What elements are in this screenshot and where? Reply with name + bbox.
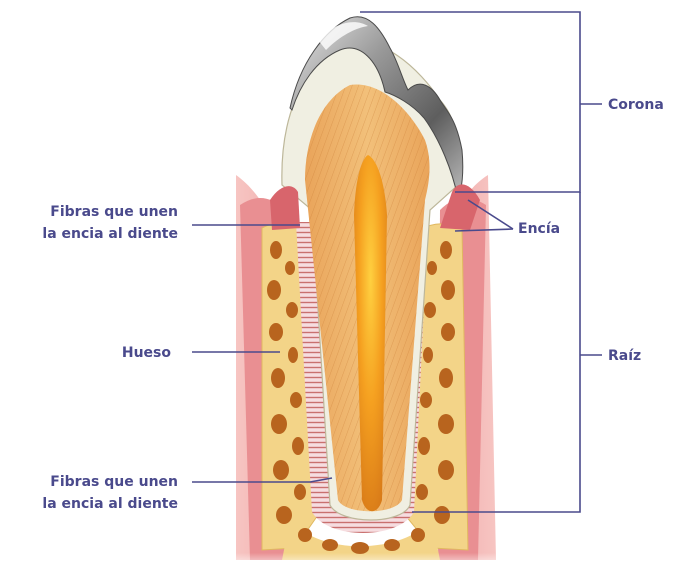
label-fibras-top-line1: Fibras que unen (50, 204, 178, 220)
bottom-fade (230, 480, 510, 571)
gum-tip-left (270, 186, 300, 230)
label-fibras-top-line2: la encia al diente (42, 226, 178, 242)
label-fibras-bottom-line1: Fibras que unen (50, 474, 178, 490)
label-corona: Corona (608, 97, 664, 113)
label-hueso: Hueso (122, 345, 172, 361)
label-fibras-bottom-line2: la encia al diente (42, 496, 178, 512)
label-encia: Encía (518, 221, 560, 237)
label-raiz: Raíz (608, 348, 641, 364)
